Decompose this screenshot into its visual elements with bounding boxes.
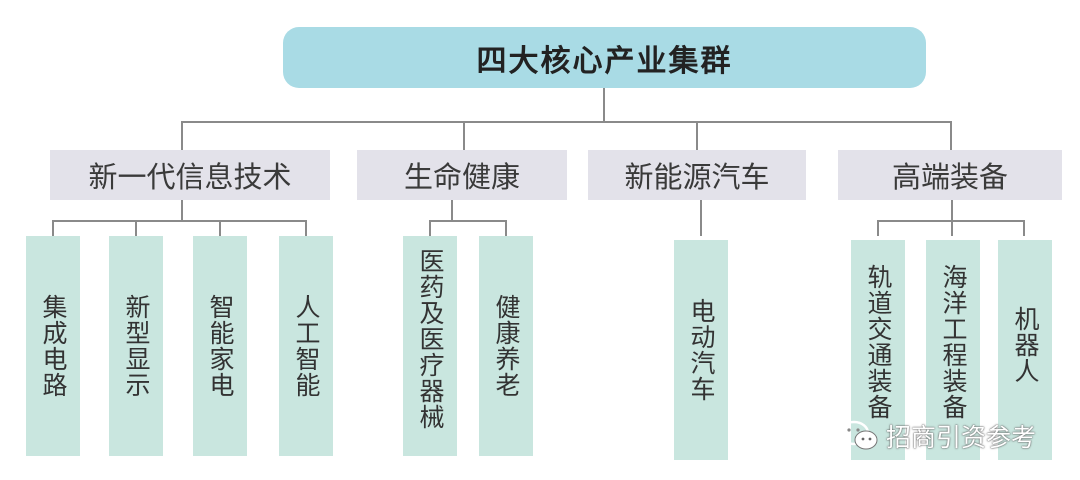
connector — [463, 121, 465, 150]
leaf-node: 机器人 — [998, 240, 1052, 460]
connector — [451, 200, 453, 221]
connector — [1023, 220, 1025, 236]
connector — [950, 121, 952, 150]
connector — [951, 220, 953, 236]
leaf-node: 新型显示 — [109, 236, 163, 456]
watermark: 招商引资参考 — [838, 418, 1036, 454]
connector — [877, 220, 879, 236]
connector — [52, 220, 54, 236]
leaf-node: 电动汽车 — [674, 240, 728, 460]
leaf-label: 智能家电 — [206, 294, 235, 398]
leaf-label: 集成电路 — [39, 294, 68, 398]
connector — [696, 121, 698, 150]
leaf-label: 人工智能 — [292, 294, 321, 398]
connector — [182, 121, 952, 123]
root-node-title: 四大核心产业集群 — [283, 27, 926, 88]
leaf-node: 海洋工程装备 — [926, 240, 980, 460]
leaf-node: 医药及医疗器械 — [403, 236, 457, 456]
connector — [52, 220, 306, 222]
leaf-label: 机器人 — [1011, 306, 1040, 384]
leaf-node: 集成电路 — [26, 236, 80, 456]
leaf-node: 智能家电 — [193, 236, 247, 456]
watermark-text: 招商引资参考 — [886, 423, 1037, 452]
category-label: 高端装备 — [891, 160, 1008, 194]
connector — [951, 200, 953, 221]
connector — [305, 220, 307, 236]
category-label: 新能源汽车 — [624, 160, 770, 194]
category-life-health: 生命健康 — [357, 150, 567, 200]
leaf-label: 新型显示 — [122, 294, 151, 398]
connector — [219, 220, 221, 236]
connector — [181, 121, 183, 150]
connector — [181, 200, 183, 221]
category-nev: 新能源汽车 — [588, 150, 806, 200]
category-label: 新一代信息技术 — [88, 160, 292, 194]
leaf-label: 电动汽车 — [687, 298, 716, 402]
category-label: 生命健康 — [403, 160, 520, 194]
category-high-end-equipment: 高端装备 — [838, 150, 1062, 200]
leaf-label: 海洋工程装备 — [939, 264, 968, 420]
leaf-node: 健康养老 — [479, 236, 533, 456]
leaf-label: 医药及医疗器械 — [416, 248, 445, 430]
connector — [700, 200, 702, 236]
connector — [429, 220, 431, 236]
category-info-tech: 新一代信息技术 — [50, 150, 330, 200]
connector — [505, 220, 507, 236]
leaf-label: 轨道交通装备 — [864, 264, 893, 420]
connector — [429, 220, 507, 222]
connector — [135, 220, 137, 236]
leaf-node: 人工智能 — [279, 236, 333, 456]
connector — [603, 88, 605, 122]
leaf-label: 健康养老 — [492, 294, 521, 398]
wechat-icon — [838, 420, 878, 450]
